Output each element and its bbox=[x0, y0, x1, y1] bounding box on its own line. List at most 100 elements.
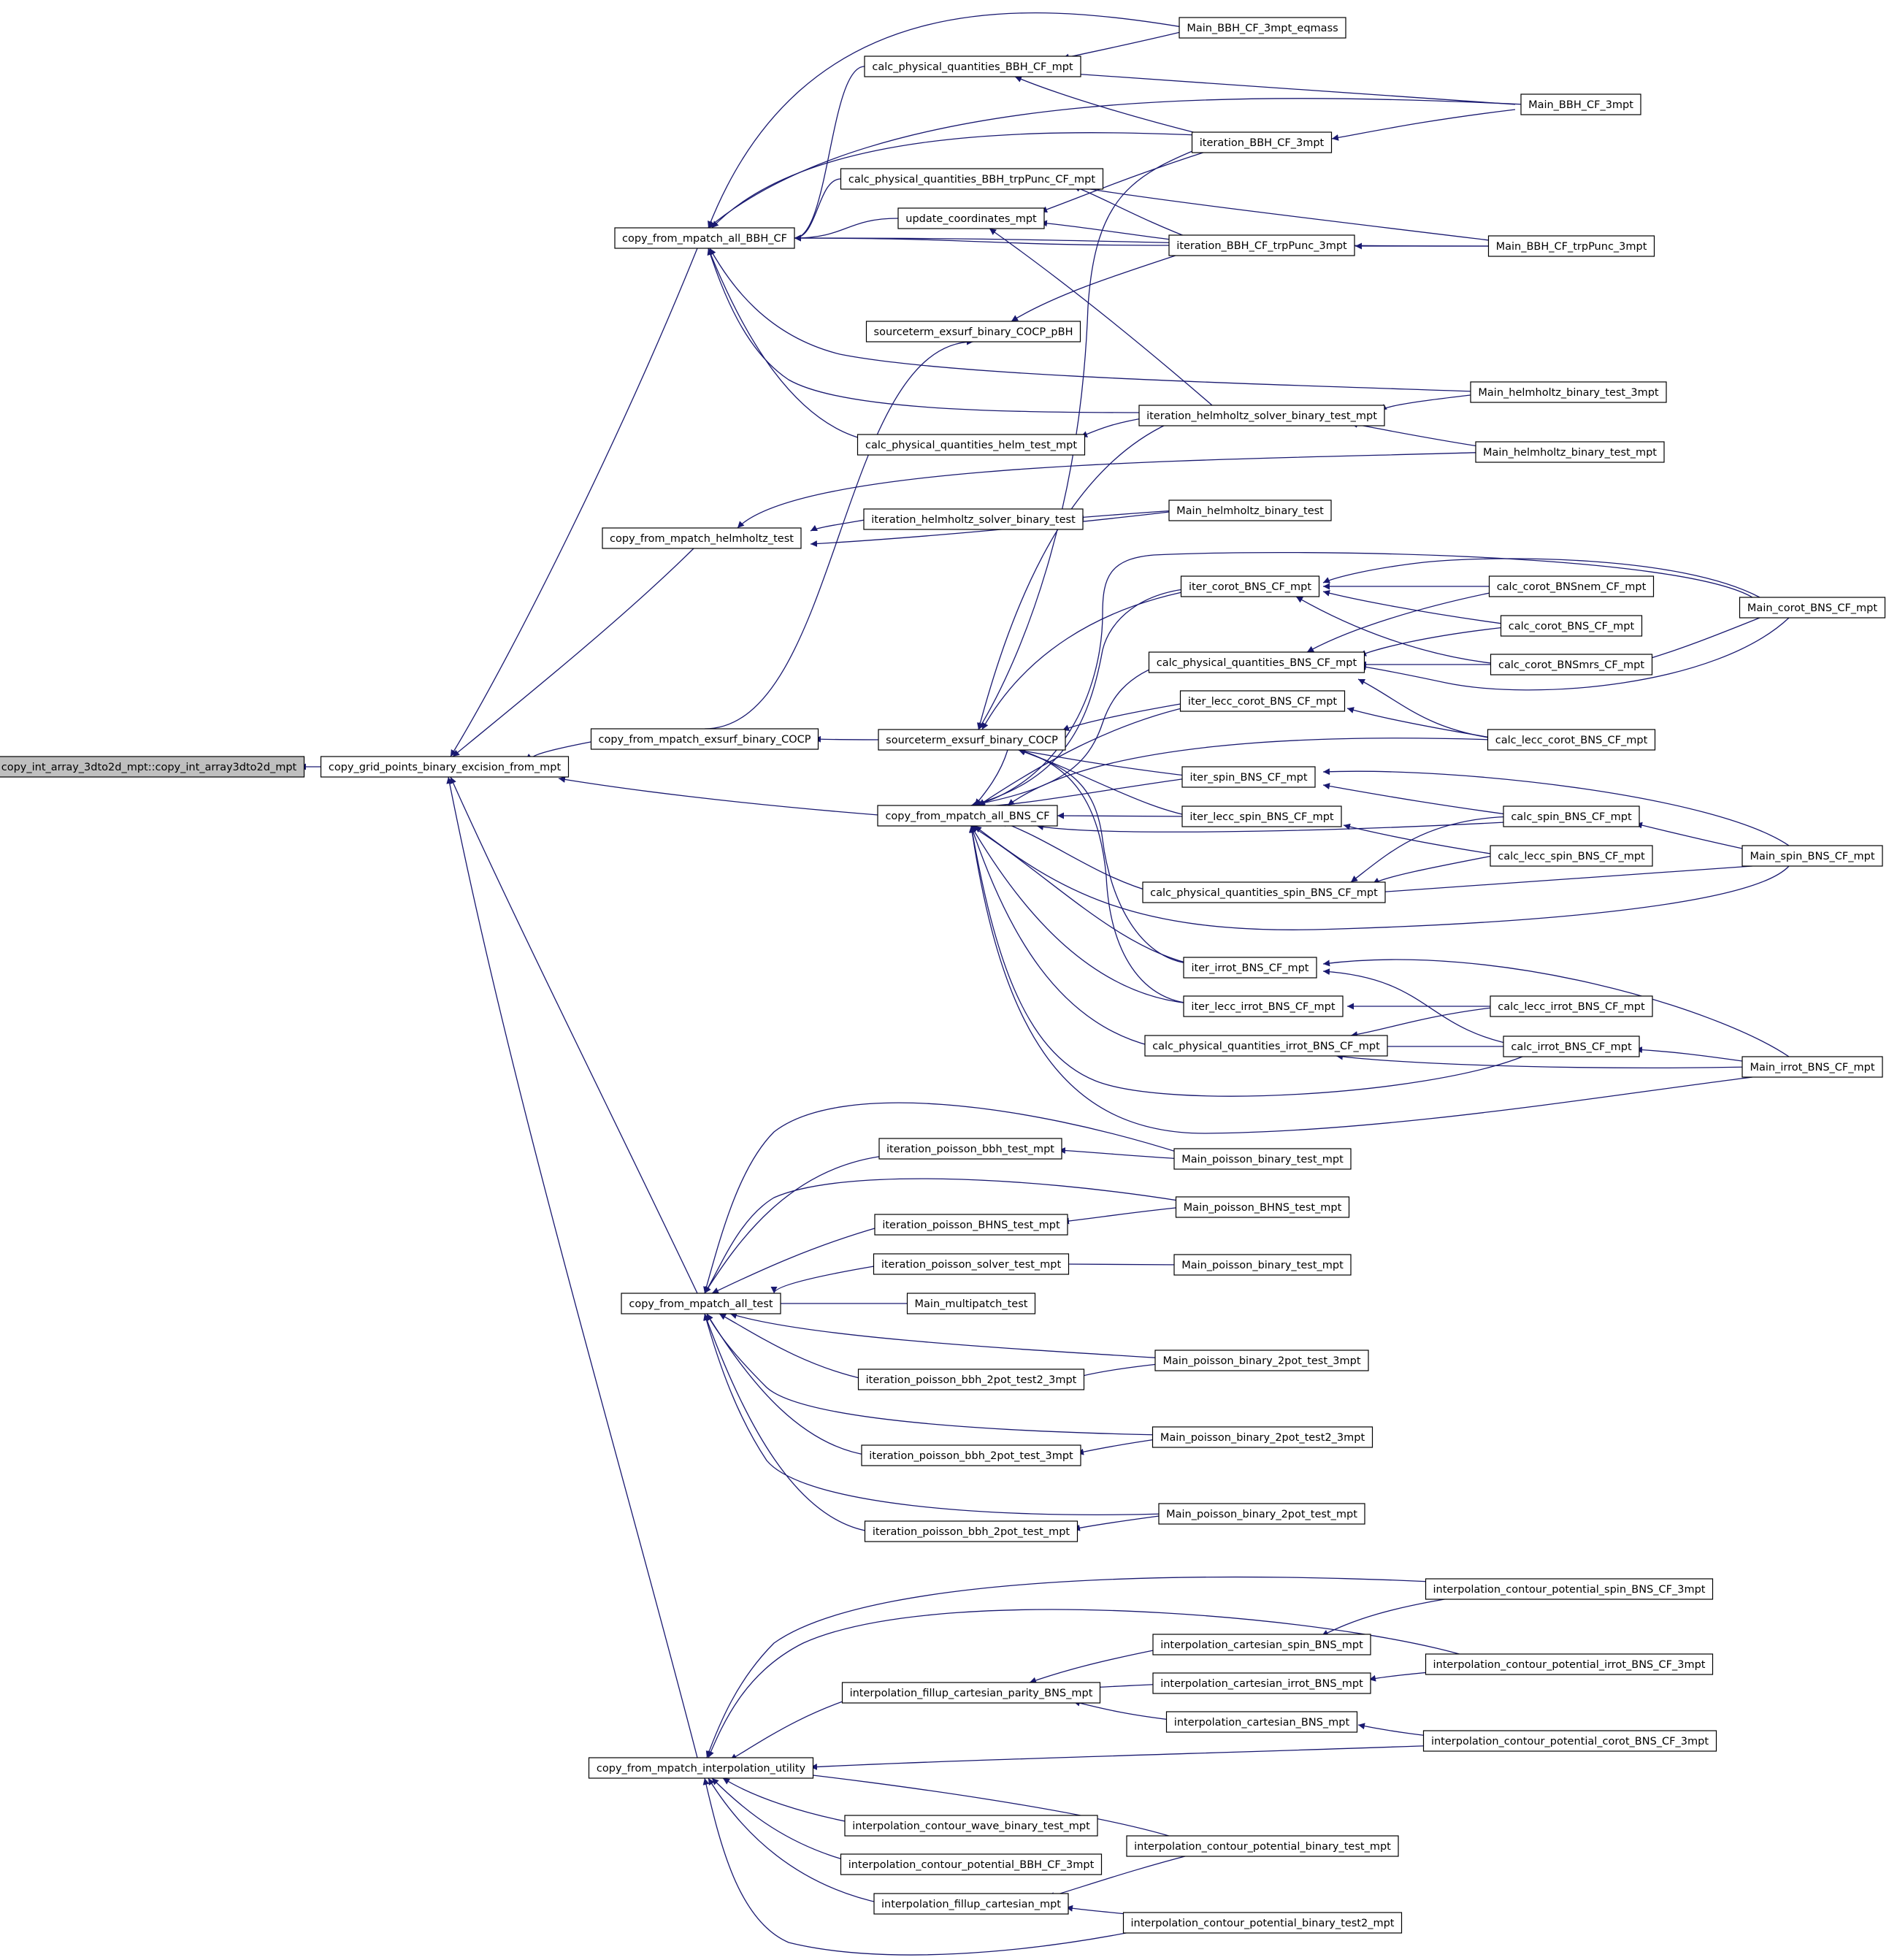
call-edge bbox=[1014, 76, 1206, 136]
graph-node[interactable]: interpolation_fillup_cartesian_parity_BN… bbox=[841, 1682, 1101, 1704]
graph-node[interactable]: copy_from_mpatch_all_BNS_CF bbox=[877, 805, 1058, 827]
node-box bbox=[1487, 729, 1656, 751]
graph-node[interactable]: calc_lecc_corot_BNS_CF_mpt bbox=[1487, 729, 1656, 751]
node-box bbox=[857, 1368, 1085, 1390]
graph-node[interactable]: iter_corot_BNS_CF_mpt bbox=[1180, 575, 1320, 597]
graph-node[interactable]: calc_lecc_irrot_BNS_CF_mpt bbox=[1490, 995, 1653, 1017]
call-edge bbox=[978, 145, 1206, 730]
node-box bbox=[1183, 957, 1317, 979]
graph-node[interactable]: update_coordinates_mpt bbox=[897, 207, 1045, 229]
graph-node[interactable]: Main_poisson_binary_test_mpt bbox=[1173, 1254, 1352, 1276]
graph-node[interactable]: Main_BBH_CF_3mpt_eqmass bbox=[1179, 17, 1346, 39]
graph-node[interactable]: interpolation_contour_wave_binary_test_m… bbox=[844, 1815, 1098, 1837]
graph-node[interactable]: calc_spin_BNS_CF_mpt bbox=[1503, 805, 1640, 827]
node-box bbox=[1122, 1912, 1403, 1934]
graph-node[interactable]: copy_from_mpatch_all_BBH_CF bbox=[614, 227, 795, 249]
call-edge bbox=[1062, 1206, 1184, 1225]
call-edge bbox=[770, 1263, 888, 1294]
graph-node[interactable]: iteration_BBH_CF_3mpt bbox=[1191, 131, 1333, 153]
graph-node[interactable]: iter_spin_BNS_CF_mpt bbox=[1181, 766, 1316, 788]
graph-node[interactable]: sourceterm_exsurf_binary_COCP_pBH bbox=[865, 321, 1081, 342]
node-label: calc_lecc_corot_BNS_CF_mpt bbox=[1495, 735, 1648, 746]
graph-node[interactable]: calc_physical_quantities_BNS_CF_mpt bbox=[1148, 651, 1365, 673]
graph-node[interactable]: Main_poisson_BHNS_test_mpt bbox=[1175, 1196, 1350, 1218]
graph-node[interactable]: interpolation_fillup_cartesian_mpt bbox=[873, 1893, 1069, 1915]
graph-node[interactable]: interpolation_cartesian_irrot_BNS_mpt bbox=[1152, 1672, 1371, 1694]
graph-node[interactable]: Main_irrot_BNS_CF_mpt bbox=[1742, 1056, 1883, 1078]
node-label: Main_helmholtz_binary_test_3mpt bbox=[1478, 387, 1659, 399]
graph-node[interactable]: iteration_BBH_CF_trpPunc_3mpt bbox=[1168, 234, 1355, 256]
node-box bbox=[1183, 995, 1344, 1017]
graph-node[interactable]: Main_BBH_CF_trpPunc_3mpt bbox=[1487, 235, 1655, 257]
graph-node[interactable]: copy_from_mpatch_helmholtz_test bbox=[602, 527, 802, 549]
graph-node[interactable]: Main_BBH_CF_3mpt bbox=[1520, 93, 1641, 115]
graph-node[interactable]: Main_poisson_binary_2pot_test_mpt bbox=[1158, 1503, 1365, 1525]
graph-node[interactable]: Main_helmholtz_binary_test bbox=[1168, 499, 1332, 521]
graph-node[interactable]: interpolation_contour_potential_spin_BNS… bbox=[1425, 1578, 1714, 1600]
graph-node[interactable]: interpolation_cartesian_spin_BNS_mpt bbox=[1152, 1634, 1371, 1655]
graph-node[interactable]: Main_poisson_binary_2pot_test2_3mpt bbox=[1152, 1426, 1373, 1448]
graph-node[interactable]: Main_poisson_binary_test_mpt bbox=[1173, 1148, 1352, 1170]
node-box bbox=[878, 729, 1066, 751]
node-label: calc_corot_BNSmrs_CF_mpt bbox=[1498, 659, 1644, 671]
graph-node[interactable]: iteration_poisson_solver_test_mpt bbox=[873, 1253, 1070, 1275]
graph-node[interactable]: copy_from_mpatch_interpolation_utility bbox=[588, 1757, 814, 1779]
node-label: iter_corot_BNS_CF_mpt bbox=[1189, 581, 1311, 593]
graph-node[interactable]: calc_corot_BNSnem_CF_mpt bbox=[1488, 575, 1655, 597]
graph-node[interactable]: iter_lecc_corot_BNS_CF_mpt bbox=[1179, 690, 1346, 712]
graph-node[interactable]: iteration_poisson_bbh_2pot_test_3mpt bbox=[861, 1444, 1081, 1466]
call-edge bbox=[1018, 749, 1202, 1005]
graph-node[interactable]: Main_corot_BNS_CF_mpt bbox=[1739, 597, 1886, 619]
graph-node[interactable]: Main_spin_BNS_CF_mpt bbox=[1742, 845, 1883, 867]
graph-node[interactable]: calc_corot_BNSmrs_CF_mpt bbox=[1490, 654, 1653, 675]
node-label: iteration_helmholtz_solver_binary_test_m… bbox=[1146, 410, 1377, 422]
graph-node[interactable]: iteration_poisson_bbh_2pot_test_mpt bbox=[864, 1520, 1078, 1542]
node-label: iteration_poisson_bbh_2pot_test2_3mpt bbox=[866, 1374, 1077, 1386]
call-edge bbox=[1062, 70, 1516, 105]
graph-node[interactable]: interpolation_contour_potential_binary_t… bbox=[1122, 1912, 1403, 1934]
graph-node[interactable]: interpolation_cartesian_BNS_mpt bbox=[1165, 1711, 1358, 1733]
graph-node[interactable]: iteration_helmholtz_solver_binary_test bbox=[863, 508, 1084, 530]
graph-node[interactable]: copy_from_mpatch_exsurf_binary_COCP bbox=[590, 728, 819, 750]
call-edge bbox=[703, 1102, 1184, 1294]
graph-node[interactable]: calc_physical_quantities_spin_BNS_CF_mpt bbox=[1142, 881, 1386, 903]
graph-node[interactable]: calc_physical_quantities_BBH_CF_mpt bbox=[864, 55, 1081, 77]
node-box bbox=[1179, 690, 1346, 712]
graph-node[interactable]: Main_multipatch_test bbox=[906, 1293, 1036, 1314]
call-edge bbox=[1372, 850, 1520, 884]
graph-node[interactable]: interpolation_contour_potential_binary_t… bbox=[1126, 1835, 1399, 1857]
graph-node[interactable]: Main_helmholtz_binary_test_mpt bbox=[1475, 441, 1665, 463]
node-label: calc_physical_quantities_spin_BNS_CF_mpt bbox=[1150, 887, 1378, 899]
graph-node[interactable]: iteration_poisson_bbh_test_mpt bbox=[878, 1138, 1062, 1160]
graph-node[interactable]: iter_lecc_spin_BNS_CF_mpt bbox=[1181, 805, 1342, 827]
graph-node[interactable]: Main_helmholtz_binary_test_3mpt bbox=[1470, 381, 1667, 403]
graph-node[interactable]: interpolation_contour_potential_corot_BN… bbox=[1422, 1730, 1717, 1752]
graph-node[interactable]: copy_from_mpatch_all_test bbox=[621, 1293, 781, 1314]
node-label: copy_grid_points_binary_excision_from_mp… bbox=[329, 762, 562, 773]
node-box bbox=[874, 1214, 1068, 1236]
graph-node[interactable]: calc_corot_BNS_CF_mpt bbox=[1500, 615, 1643, 637]
call-edge bbox=[1076, 510, 1176, 521]
node-box bbox=[1158, 1503, 1365, 1525]
graph-node[interactable]: iteration_poisson_bbh_2pot_test2_3mpt bbox=[857, 1368, 1085, 1390]
node-label: interpolation_contour_potential_binary_t… bbox=[1131, 1918, 1395, 1929]
call-edge bbox=[1040, 220, 1184, 242]
graph-node[interactable]: calc_lecc_spin_BNS_CF_mpt bbox=[1490, 845, 1653, 867]
graph-node[interactable]: copy_grid_points_binary_excision_from_mp… bbox=[320, 756, 570, 778]
call-edge bbox=[773, 1768, 1184, 1841]
graph-node[interactable]: interpolation_contour_potential_irrot_BN… bbox=[1425, 1653, 1714, 1675]
graph-node[interactable]: Main_poisson_binary_2pot_test_3mpt bbox=[1154, 1350, 1369, 1371]
call-edge bbox=[1295, 596, 1505, 665]
graph-node[interactable]: calc_physical_quantities_helm_test_mpt bbox=[857, 434, 1086, 456]
graph-node[interactable]: interpolation_contour_potential_BBH_CF_3… bbox=[840, 1853, 1103, 1875]
node-box bbox=[1180, 575, 1320, 597]
graph-node[interactable]: iteration_helmholtz_solver_binary_test_m… bbox=[1138, 405, 1385, 426]
graph-node[interactable]: iteration_poisson_BHNS_test_mpt bbox=[874, 1214, 1068, 1236]
graph-node[interactable]: calc_physical_quantities_BBH_trpPunc_CF_… bbox=[840, 168, 1104, 190]
graph-node[interactable]: calc_physical_quantities_irrot_BNS_CF_mp… bbox=[1144, 1035, 1388, 1057]
graph-node[interactable]: calc_irrot_BNS_CF_mpt bbox=[1503, 1035, 1640, 1057]
graph-node[interactable]: sourceterm_exsurf_binary_COCP bbox=[878, 729, 1066, 751]
graph-node[interactable]: iter_irrot_BNS_CF_mpt bbox=[1183, 957, 1317, 979]
graph-node[interactable]: iter_lecc_irrot_BNS_CF_mpt bbox=[1183, 995, 1344, 1017]
